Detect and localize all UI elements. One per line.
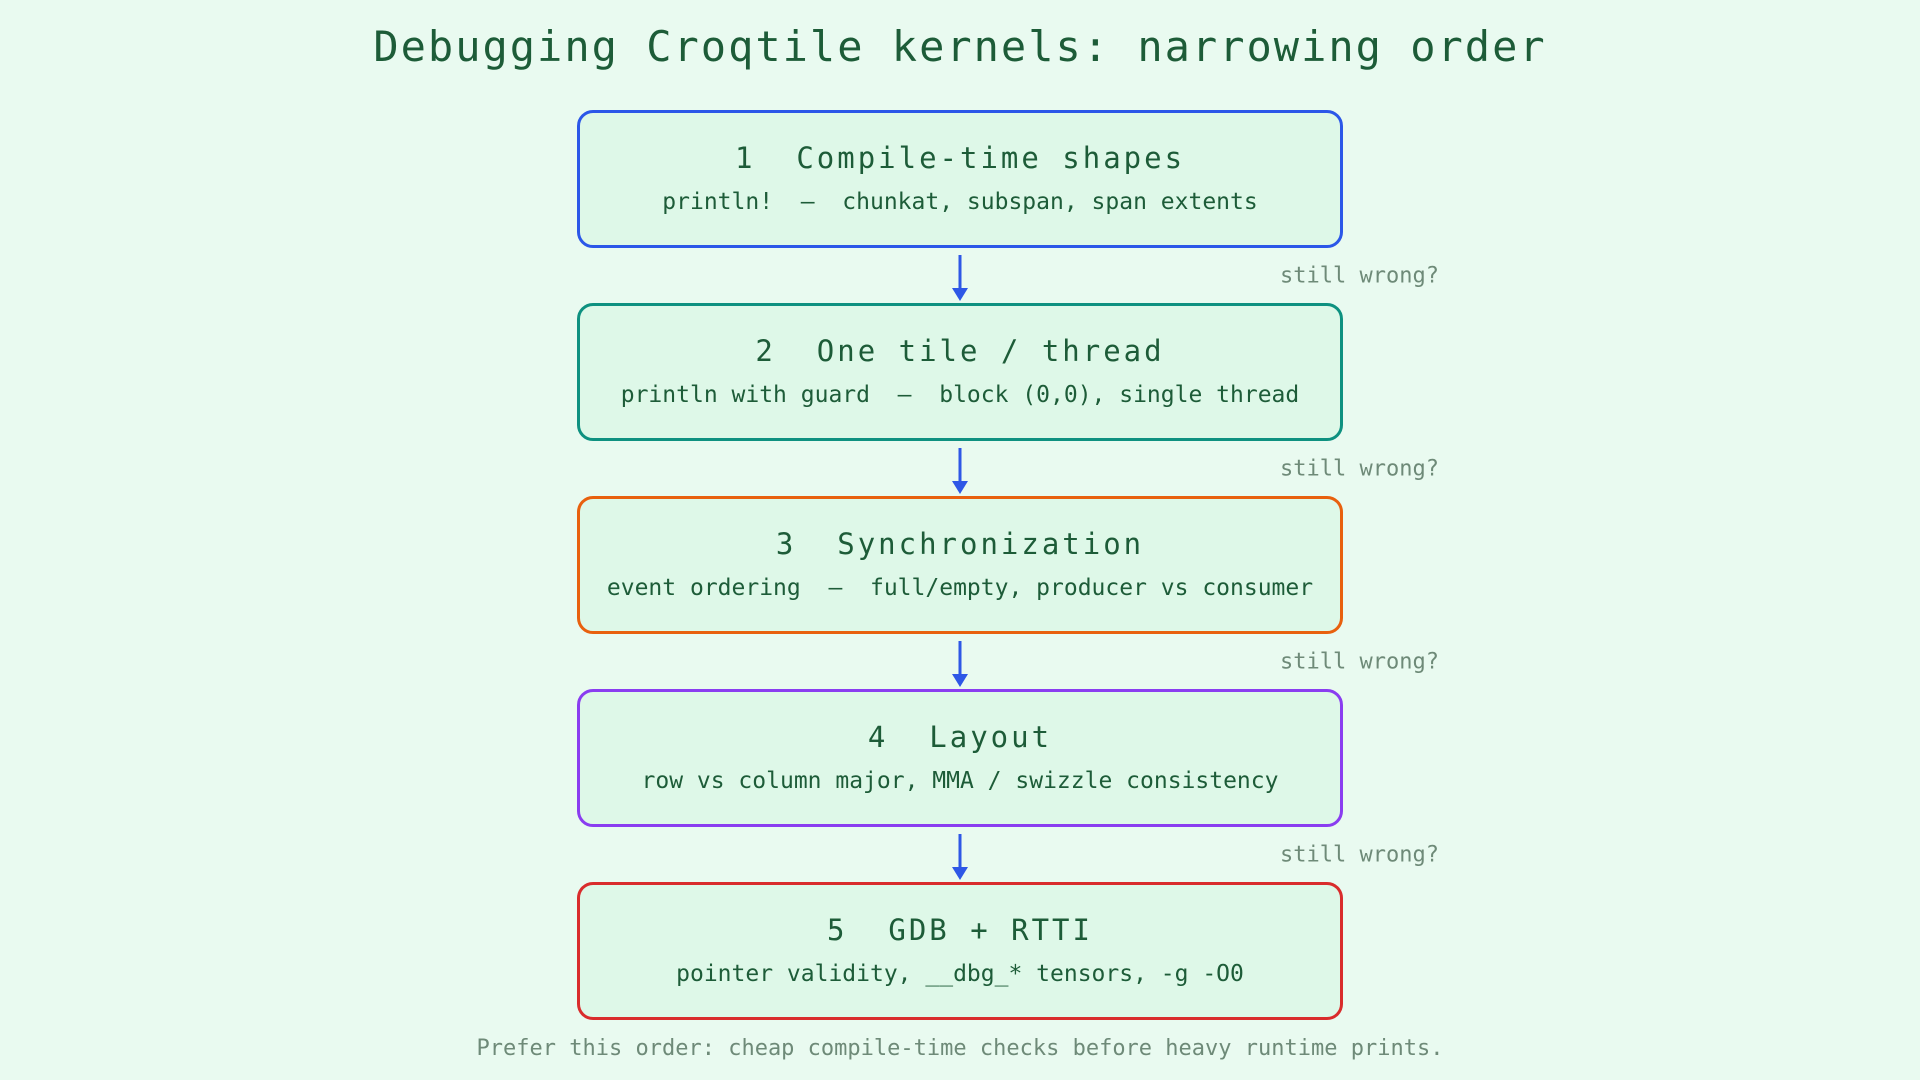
step-detail: println with guard — block (0,0), single… (620, 381, 1300, 408)
step-heading: 2 One tile / thread (755, 334, 1165, 369)
down-arrow-icon (958, 834, 962, 870)
step-heading: 1 Compile-time shapes (734, 141, 1186, 176)
step-box-2: 2 One tile / thread println with guard —… (577, 303, 1343, 442)
down-arrow-head-icon (952, 481, 968, 495)
diagram-title: Debugging Croqtile kernels: narrowing or… (373, 22, 1547, 71)
step-detail: println! — chunkat, subspan, span extent… (662, 188, 1258, 215)
down-arrow-icon (958, 255, 962, 291)
step-heading: 4 Layout (867, 720, 1053, 755)
down-arrow-head-icon (952, 674, 968, 688)
step-heading: 3 Synchronization (775, 527, 1145, 562)
down-arrow-head-icon (952, 867, 968, 881)
flow-connector-2: still wrong? (577, 441, 1439, 496)
step-detail: pointer validity, __dbg_* tensors, -g -O… (676, 960, 1244, 987)
flow-connector-3: still wrong? (577, 634, 1439, 689)
step-detail: event ordering — full/empty, producer vs… (606, 574, 1314, 601)
step-box-3: 3 Synchronization event ordering — full/… (577, 496, 1343, 635)
step-detail: row vs column major, MMA / swizzle consi… (641, 767, 1279, 794)
still-wrong-label: still wrong? (1280, 649, 1439, 675)
still-wrong-label: still wrong? (1280, 263, 1439, 289)
flow-connector-4: still wrong? (577, 827, 1439, 882)
step-heading: 5 GDB + RTTI (827, 913, 1093, 948)
flow-connector-1: still wrong? (577, 248, 1439, 303)
down-arrow-head-icon (952, 288, 968, 302)
still-wrong-label: still wrong? (1280, 456, 1439, 482)
flow-column: 1 Compile-time shapes println! — chunkat… (577, 110, 1439, 1021)
still-wrong-label: still wrong? (1280, 842, 1439, 868)
step-box-5: 5 GDB + RTTI pointer validity, __dbg_* t… (577, 882, 1343, 1021)
down-arrow-icon (958, 641, 962, 677)
step-box-4: 4 Layout row vs column major, MMA / swiz… (577, 689, 1343, 828)
down-arrow-icon (958, 448, 962, 484)
step-box-1: 1 Compile-time shapes println! — chunkat… (577, 110, 1343, 249)
footer-note: Prefer this order: cheap compile-time ch… (476, 1036, 1444, 1062)
